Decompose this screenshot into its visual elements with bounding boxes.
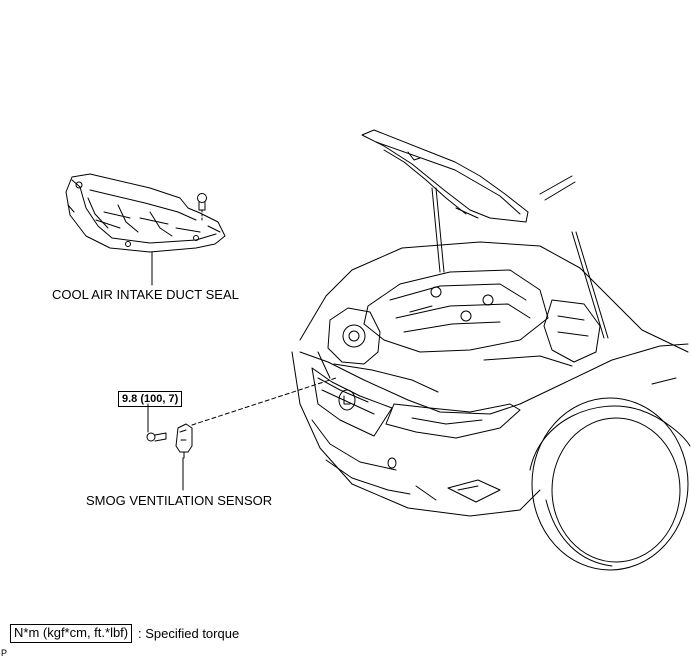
bolt-part [146,432,167,442]
duct-seal-label: COOL AIR INTAKE DUCT SEAL [52,287,239,302]
vehicle-front [291,129,691,571]
torque-value-box: 9.8 (100, 7) [118,391,183,408]
corner-mark: P [1,648,8,658]
smog-sensor-part [175,423,193,459]
clip-fastener [197,193,207,221]
legend-unit-box: N*m (kgf*cm, ft.*lbf) [10,624,133,643]
smog-sensor-label: SMOG VENTILATION SENSOR [86,493,273,508]
duct-seal-part [65,173,226,253]
install-path-dashed [191,377,337,426]
legend-description: : Specified torque [138,626,240,641]
